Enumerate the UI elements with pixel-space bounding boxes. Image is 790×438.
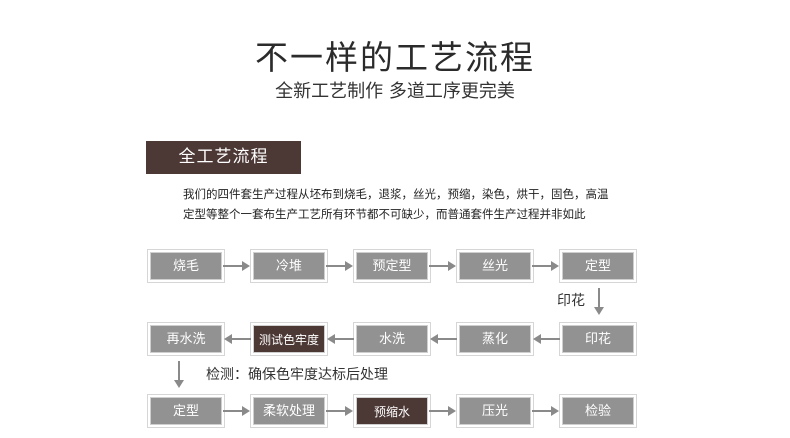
step-lengdui: 冷堆: [251, 250, 327, 282]
arrow-down-icon: [594, 288, 604, 315]
arrow-left-icon: [533, 334, 560, 344]
arrow-left-icon: [224, 334, 251, 344]
arrow-right-icon: [532, 261, 559, 271]
arrow-right-icon: [326, 406, 353, 416]
section-description: 我们的四件套生产过程从坯布到烧毛，退浆，丝光，预缩，染色，烘干，固色，高温 定型…: [183, 184, 653, 224]
description-line-1: 我们的四件套生产过程从坯布到烧毛，退浆，丝光，预缩，染色，烘干，固色，高温: [183, 187, 609, 201]
step-yinhua: 印花: [560, 323, 636, 355]
arrow-right-icon: [326, 261, 353, 271]
step-yudingxing: 预定型: [354, 250, 430, 282]
step-dingxing-2: 定型: [148, 395, 224, 427]
arrow-left-icon: [327, 334, 354, 344]
arrow-down-icon: [174, 361, 184, 388]
arrow-right-icon: [532, 406, 559, 416]
step-zaishuixi: 再水洗: [148, 323, 224, 355]
label-yinhua-down: 印花: [557, 293, 585, 309]
label-inspection: 检测：确保色牢度达标后处理: [206, 367, 388, 383]
step-yusuoshui: 预缩水: [354, 395, 430, 427]
arrow-right-icon: [429, 406, 456, 416]
page-subtitle: 全新工艺制作 多道工序更完美: [275, 81, 515, 102]
page-title: 不一样的工艺流程: [255, 38, 535, 77]
step-shaomao: 烧毛: [148, 250, 224, 282]
arrow-left-icon: [430, 334, 457, 344]
step-siguang: 丝光: [457, 250, 533, 282]
section-tag: 全工艺流程: [146, 141, 301, 174]
description-line-2: 定型等整个一套布生产工艺所有环节都不可缺少，而普通套件生产过程并非如此: [183, 207, 586, 221]
step-zhenghua: 蒸化: [457, 323, 533, 355]
step-jianyan: 检验: [560, 395, 636, 427]
step-dingxing-1: 定型: [560, 250, 636, 282]
arrow-right-icon: [223, 406, 250, 416]
step-ceshisheliaodu: 测试色牢度: [251, 323, 327, 355]
step-yaguang: 压光: [457, 395, 533, 427]
step-shuixi: 水洗: [354, 323, 430, 355]
arrow-right-icon: [223, 261, 250, 271]
step-rouruanchuli: 柔软处理: [251, 395, 327, 427]
arrow-right-icon: [429, 261, 456, 271]
